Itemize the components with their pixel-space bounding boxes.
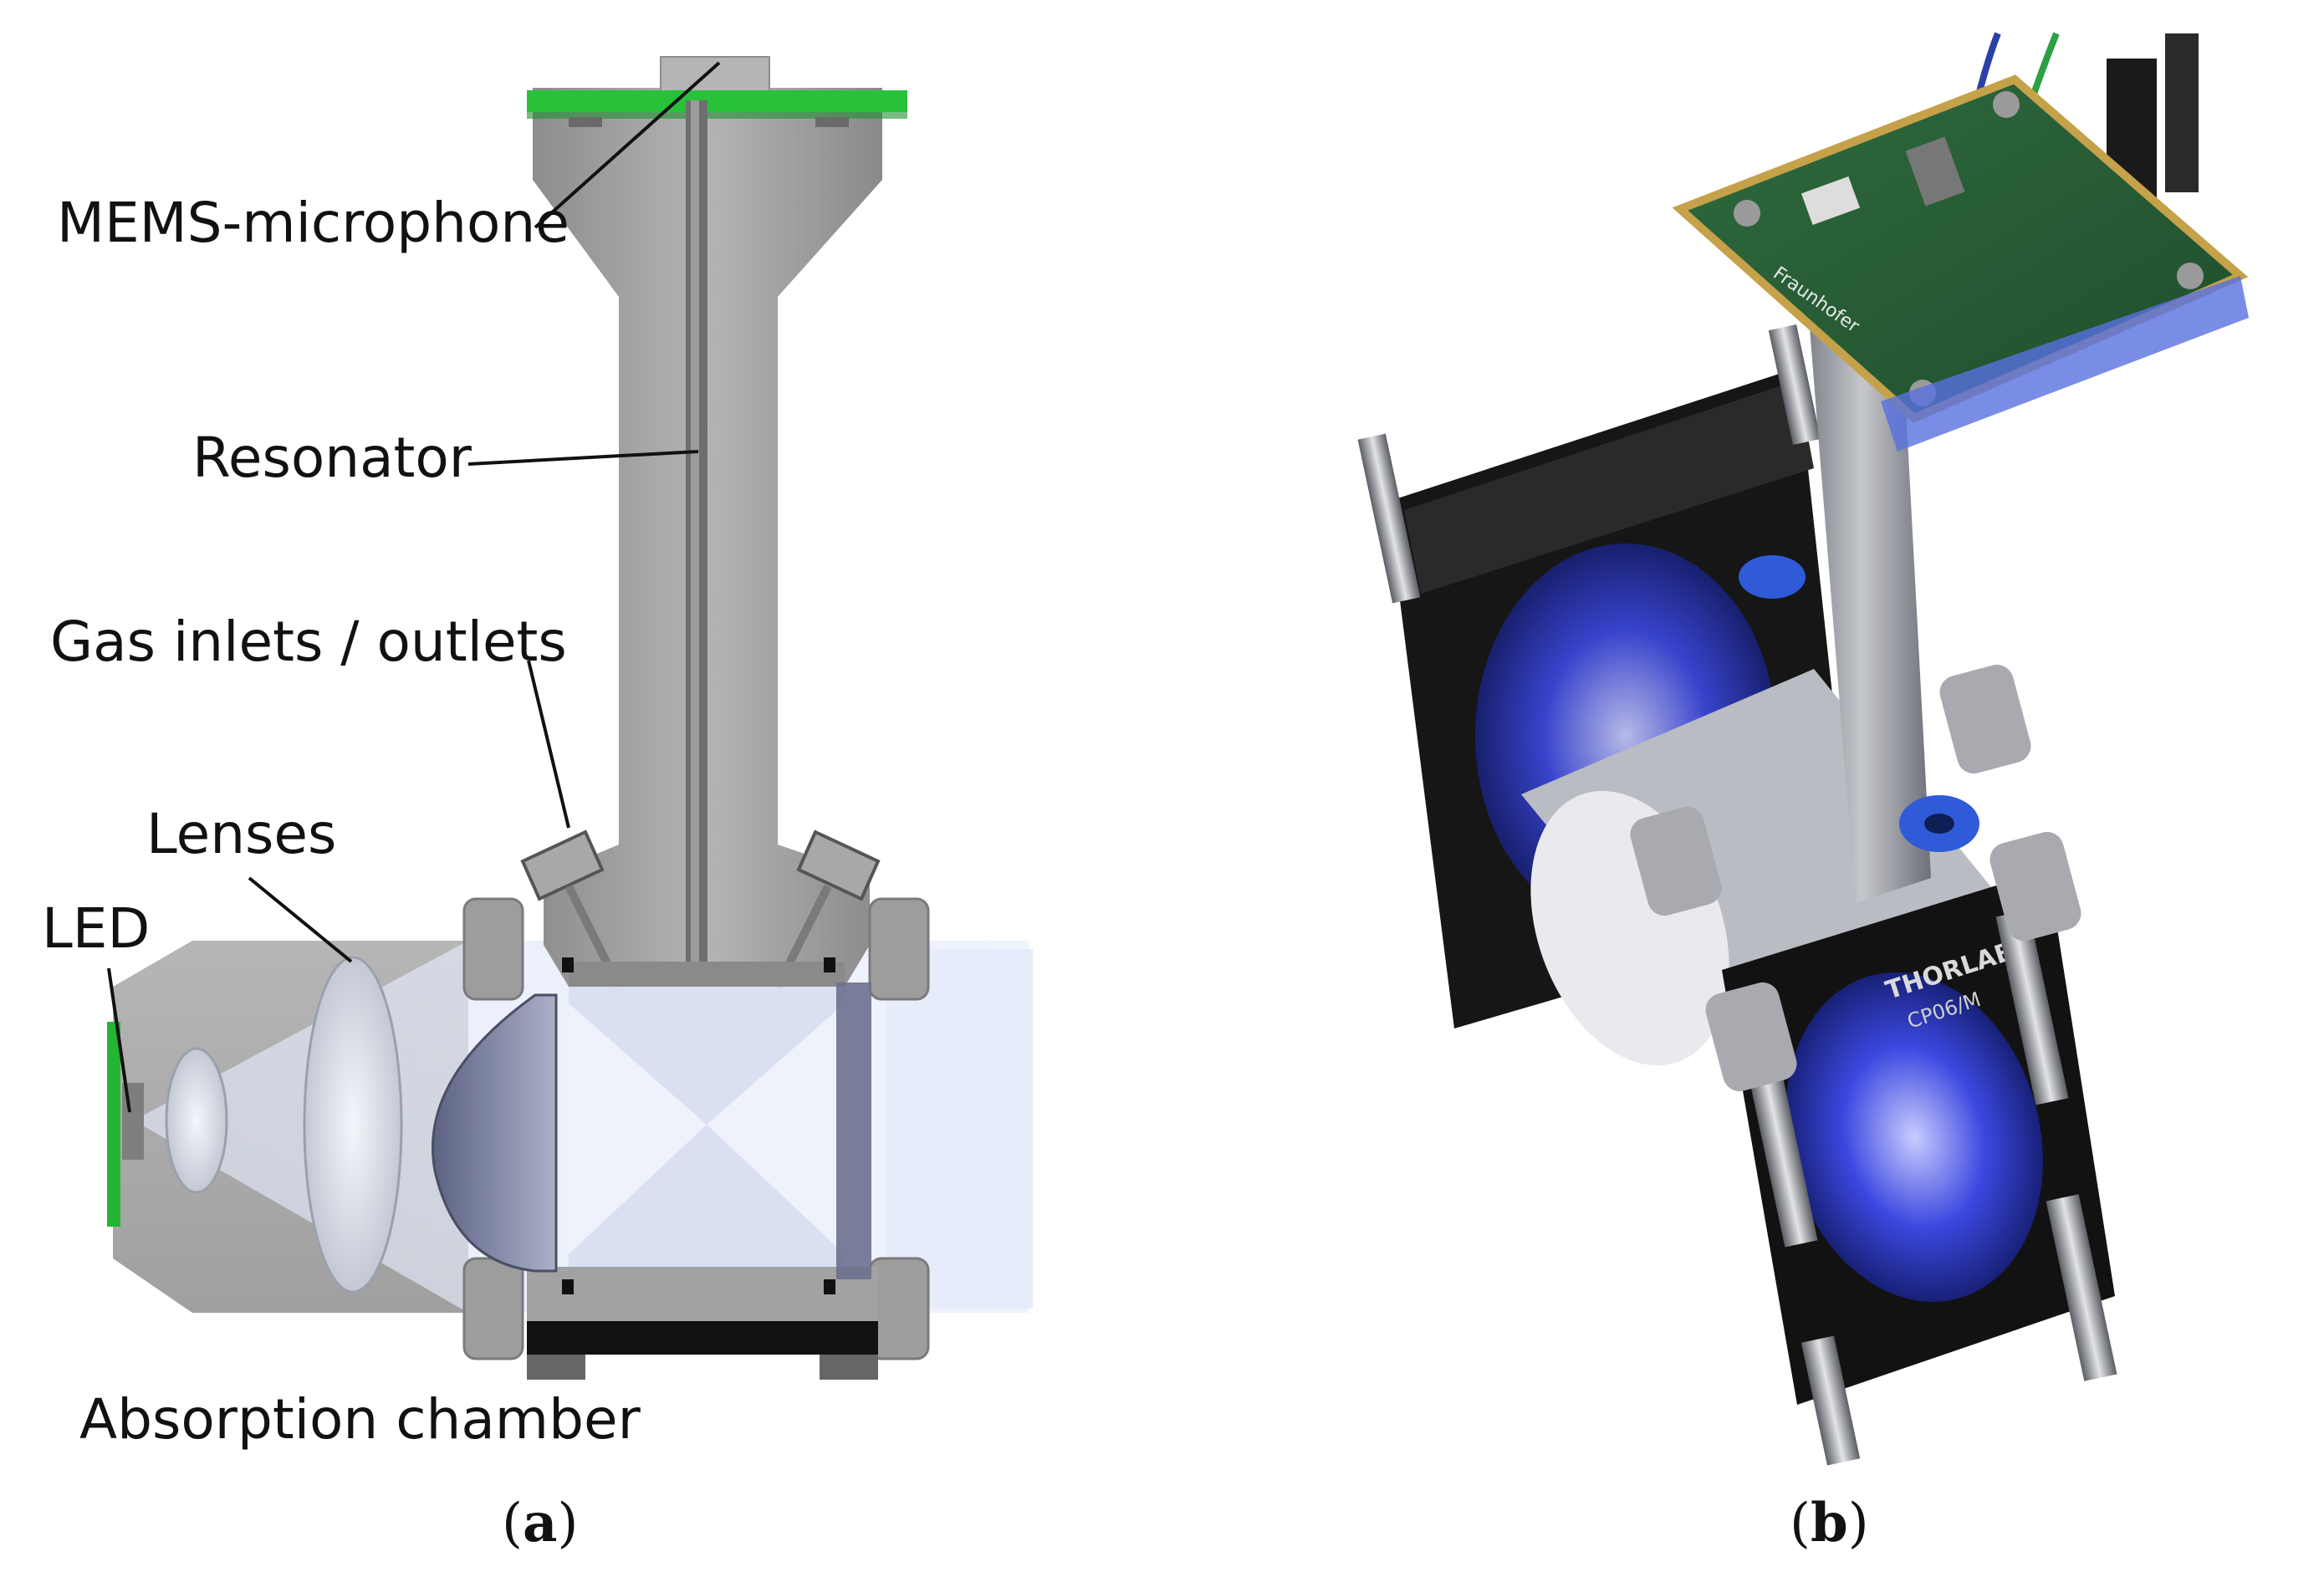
flange-right-top	[868, 897, 930, 1001]
caption-b: (b)	[1790, 1492, 1869, 1554]
caption-a: (a)	[502, 1492, 579, 1554]
leader-gas	[527, 660, 570, 829]
small-lens	[165, 1047, 228, 1194]
mems-pcb	[527, 90, 907, 112]
label-led: LED	[42, 896, 151, 961]
leader-resonator	[467, 450, 699, 466]
flange-left-bottom	[462, 1257, 524, 1360]
photo-illustration: Fraunhofer THORLABS CP06/M	[1357, 32, 2249, 1466]
label-lenses: Lenses	[146, 802, 337, 866]
chamber-base	[527, 1321, 878, 1355]
chamber-lens	[432, 993, 558, 1273]
caption-b-letter: b	[1810, 1492, 1848, 1554]
flange-right-bottom	[868, 1257, 930, 1360]
caption-a-letter: a	[522, 1492, 558, 1554]
label-mems-microphone: MEMS-microphone	[57, 191, 570, 255]
leader-mems	[534, 61, 721, 229]
front-mount-glow	[1785, 972, 2043, 1303]
large-lens	[303, 956, 403, 1294]
chamber-wall-bottom	[527, 1267, 878, 1321]
gas-connector-1	[1739, 555, 1806, 599]
light-exit	[886, 949, 1033, 1309]
leader-lenses	[248, 876, 353, 963]
beam-focus	[569, 1003, 707, 1254]
label-gas-inlets: Gas inlets / outlets	[50, 610, 567, 674]
chamber-window	[836, 982, 871, 1279]
leader-led	[107, 967, 131, 1113]
led-board	[107, 1022, 120, 1227]
label-absorption-chamber: Absorption chamber	[79, 1387, 641, 1452]
chamber-wall-top	[569, 962, 845, 987]
cross-section-diagram	[107, 56, 1033, 1380]
label-resonator: Resonator	[192, 426, 472, 490]
flange-left-top	[462, 897, 524, 1001]
